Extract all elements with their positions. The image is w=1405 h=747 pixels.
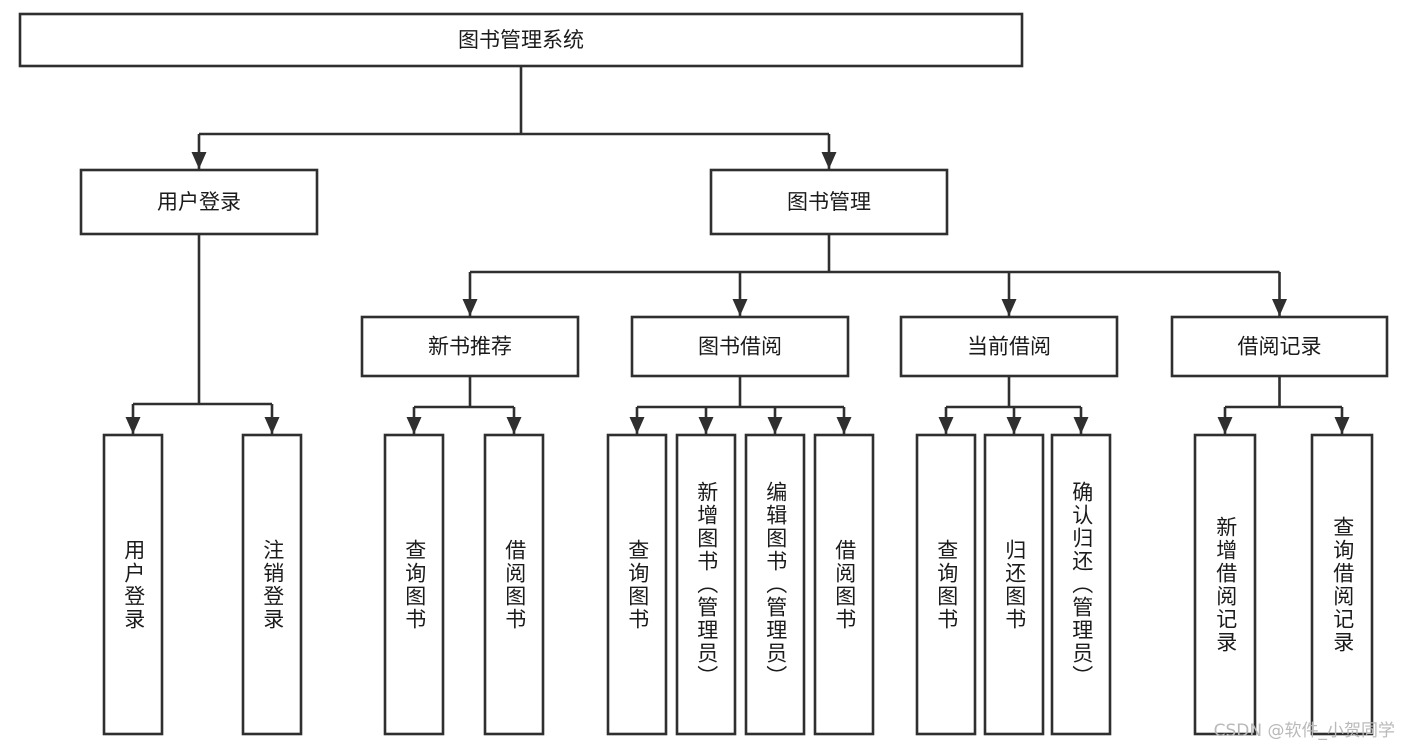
node-level3-label-0: 新书推荐	[428, 335, 512, 359]
node-level2-用户登录-0[interactable]	[79, 168, 319, 236]
connector-lines-layer	[125, 66, 1350, 434]
node-leaf-用户登录-0[interactable]	[102, 433, 164, 736]
node-leaf-确认归还管理员-10[interactable]	[1050, 433, 1112, 736]
node-root-system[interactable]	[18, 12, 1024, 68]
node-level3-当前借阅-2[interactable]	[899, 315, 1119, 378]
node-level3-label-2: 当前借阅	[967, 335, 1051, 359]
node-level3-新书推荐-0[interactable]	[360, 315, 580, 378]
node-level2-图书管理-1[interactable]	[709, 168, 949, 236]
node-root-system-label: 图书管理系统	[458, 28, 584, 52]
node-level3-借阅记录-3[interactable]	[1170, 315, 1389, 378]
node-leaf-查询图书-4[interactable]	[606, 433, 668, 736]
node-level3-label-3: 借阅记录	[1238, 335, 1322, 359]
node-leaf-编辑图书管理员-6[interactable]	[744, 433, 806, 736]
node-level3-图书借阅-1[interactable]	[630, 315, 850, 378]
node-leaf-查询图书-2[interactable]	[383, 433, 445, 736]
node-leaf-归还图书-9[interactable]	[983, 433, 1045, 736]
node-leaf-注销登录-1[interactable]	[241, 433, 303, 736]
node-leaf-查询借阅记录-12[interactable]	[1310, 433, 1374, 736]
node-level2-label-0: 用户登录	[157, 190, 241, 214]
node-leaf-新增借阅记录-11[interactable]	[1193, 433, 1257, 736]
node-boxes-layer	[18, 12, 1389, 736]
node-leaf-查询图书-8[interactable]	[915, 433, 977, 736]
csdn-watermark: CSDN @软件_小贺同学	[1213, 721, 1395, 741]
node-level3-label-1: 图书借阅	[698, 335, 782, 359]
node-leaf-借阅图书-3[interactable]	[483, 433, 545, 736]
node-leaf-新增图书管理员-5[interactable]	[675, 433, 737, 736]
node-leaf-借阅图书-7[interactable]	[813, 433, 875, 736]
node-level2-label-1: 图书管理	[787, 190, 871, 214]
